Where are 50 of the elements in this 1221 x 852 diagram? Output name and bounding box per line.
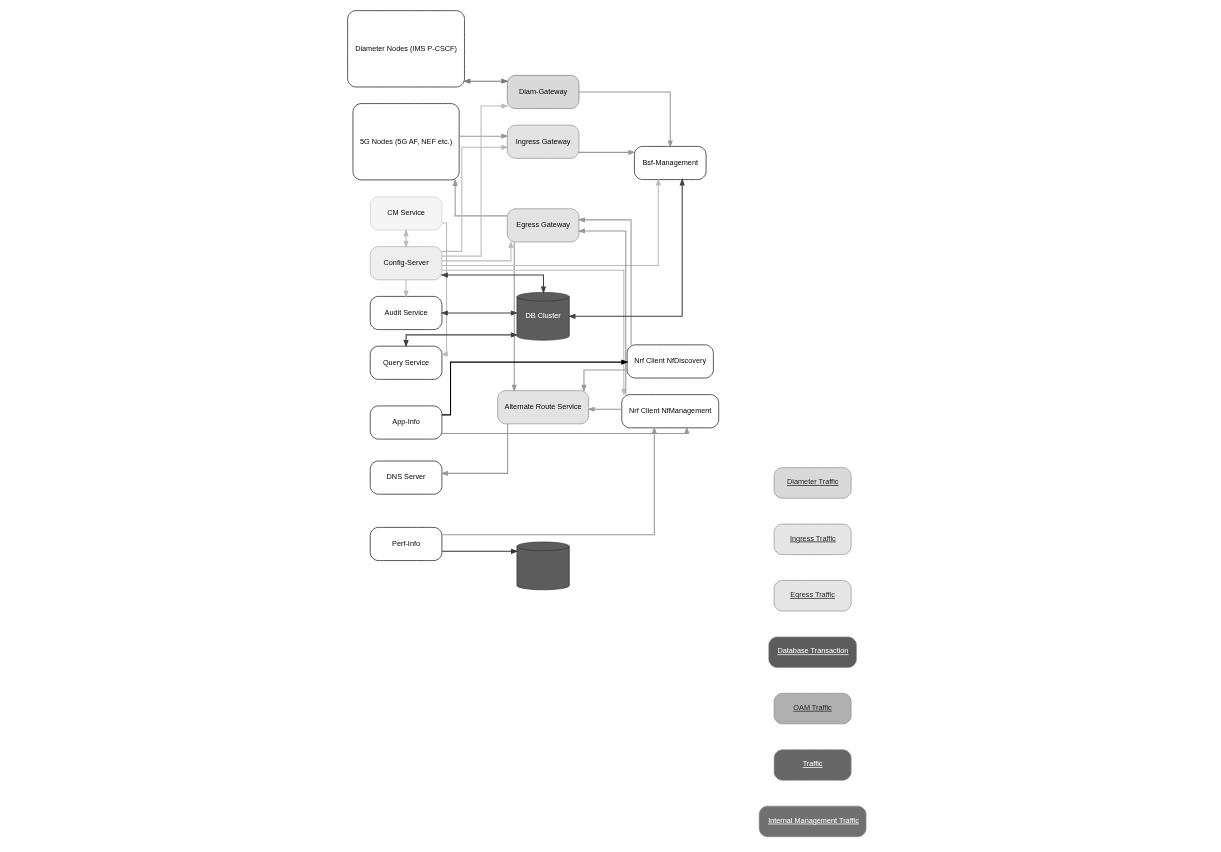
arrow xyxy=(577,217,632,346)
legend-label: Ingress Traffic xyxy=(790,533,836,543)
arrow xyxy=(458,133,509,139)
arrow xyxy=(440,272,547,294)
arrow xyxy=(577,228,627,396)
arrow xyxy=(403,279,409,298)
node-box: Egress Gateway xyxy=(506,208,580,243)
arrow xyxy=(441,103,509,257)
arrow xyxy=(403,332,519,348)
node-box: Audit Service xyxy=(369,296,443,330)
arrow xyxy=(578,149,636,155)
node-box: DNS Server xyxy=(369,460,443,495)
arrow xyxy=(587,406,623,412)
arrow xyxy=(441,178,661,267)
arrow xyxy=(441,426,690,434)
node-box: Nrf Client NfManagement xyxy=(621,394,720,429)
legend-label: Internal Management Traffic xyxy=(768,815,859,825)
arrow xyxy=(441,548,519,554)
node-box: 5G Nodes (5G AF, NEF etc.) xyxy=(352,103,460,181)
legend-label: Traffic xyxy=(802,759,823,769)
arrow xyxy=(441,359,629,416)
arrow xyxy=(511,241,517,393)
legend-label: Diameter Traffic xyxy=(787,477,839,487)
legend-label: Egress Traffic xyxy=(790,589,835,599)
node-box: Diameter Nodes (IMS P-CSCF) xyxy=(347,10,465,88)
arrow xyxy=(403,228,409,249)
node-box: App-Info xyxy=(369,405,443,440)
arrow xyxy=(578,91,673,148)
legend-label: OAM Traffic xyxy=(793,702,832,712)
arrow xyxy=(452,178,508,217)
node-box: Diam-Gateway xyxy=(506,75,580,109)
node-box: Bsf-Management xyxy=(634,146,707,180)
node-box: Nrf Client NfDiscovery xyxy=(626,344,714,379)
node-box: Alternate Route Service xyxy=(497,390,589,425)
legend-label: Database Transaction xyxy=(777,646,849,656)
node-box: Query Service xyxy=(369,345,443,380)
node-box: Ingress Gateway xyxy=(506,124,580,159)
arrow xyxy=(441,240,514,262)
arrow xyxy=(441,144,509,252)
arrow xyxy=(441,269,627,397)
arrow xyxy=(463,78,509,84)
arrow xyxy=(581,369,628,393)
arrow xyxy=(441,426,657,536)
node-box: Perf-Info xyxy=(369,527,443,561)
arrow xyxy=(440,423,509,476)
arrow xyxy=(568,178,685,319)
node-box: CM Service xyxy=(369,196,443,231)
arrow xyxy=(440,222,448,357)
node-box: Config-Server xyxy=(369,246,443,281)
arrow xyxy=(440,310,519,316)
